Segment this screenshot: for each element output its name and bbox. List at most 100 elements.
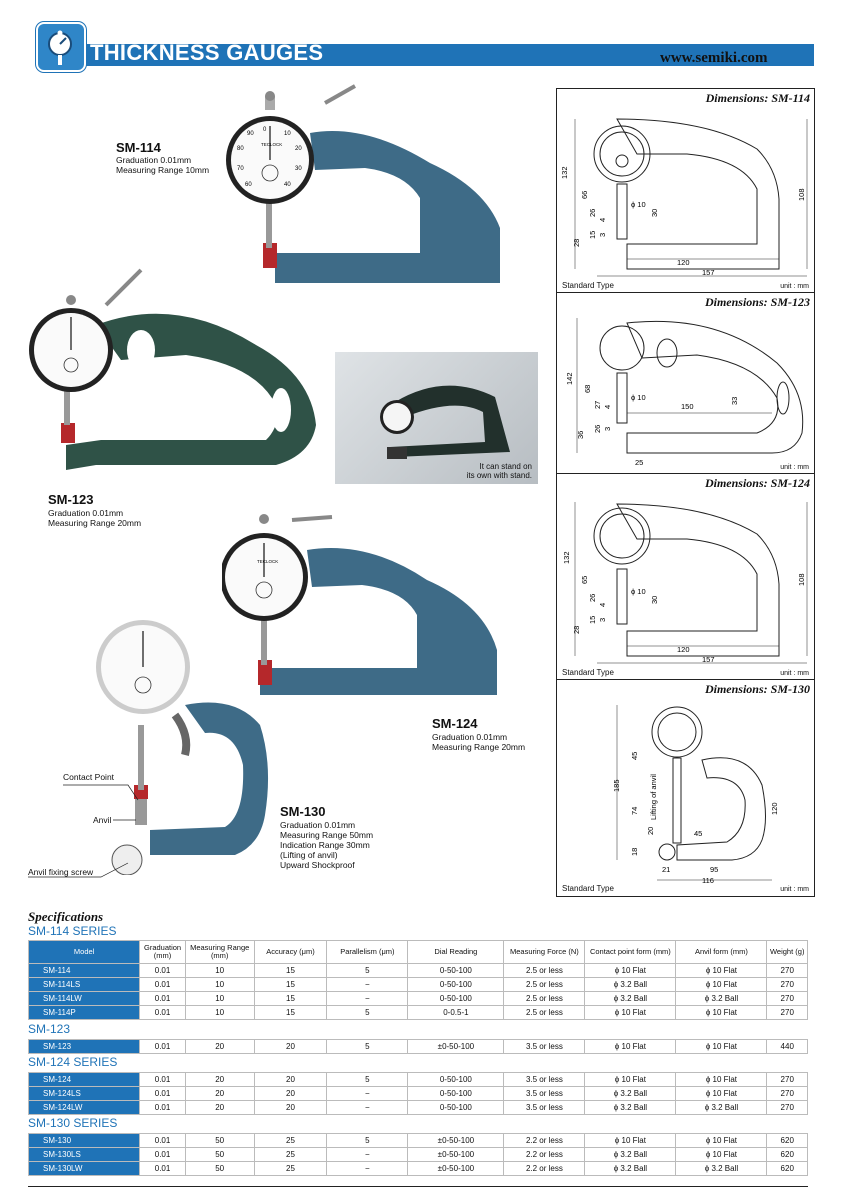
table-cell: ϕ 3.2 Ball bbox=[584, 1100, 677, 1115]
table-cell: 0-50-100 bbox=[407, 991, 505, 1006]
dimensions-sm130-panel: Dimensions: SM-130 45 185 74 20 18 Lifti… bbox=[556, 679, 815, 897]
table-cell: 3.5 or less bbox=[503, 1100, 586, 1115]
table-cell: 5 bbox=[326, 1072, 409, 1087]
sm114-spec-graduation: Graduation 0.01mm bbox=[116, 155, 192, 165]
model-cell: SM-123 bbox=[27, 1039, 141, 1054]
col-header: Graduation (mm) bbox=[139, 940, 186, 964]
callout-anvil: Anvil bbox=[93, 815, 112, 825]
dial-brand: TECLOCK bbox=[261, 142, 282, 147]
table-cell: 270 bbox=[766, 1086, 808, 1101]
table-cell: ϕ 3.2 Ball bbox=[675, 1100, 768, 1115]
header-bar bbox=[62, 44, 814, 66]
dimensions-sm130-title: Dimensions: SM-130 bbox=[704, 682, 810, 696]
table-cell: 0.01 bbox=[139, 1072, 186, 1087]
col-header: Measuring Range (mm) bbox=[184, 940, 255, 964]
svg-text:74: 74 bbox=[630, 807, 639, 815]
table-cell: 0.01 bbox=[139, 1133, 186, 1148]
table-cell: ±0-50-100 bbox=[407, 1147, 505, 1162]
svg-text:30: 30 bbox=[650, 596, 659, 604]
table-cell: 0-50-100 bbox=[407, 1086, 505, 1101]
dial-number: 0 bbox=[263, 127, 267, 133]
svg-text:157: 157 bbox=[702, 268, 715, 277]
table-cell: 25 bbox=[253, 1133, 328, 1148]
table-cell: 0.01 bbox=[139, 1161, 186, 1176]
svg-text:157: 157 bbox=[702, 655, 715, 664]
sm130-spec-lifting: (Lifting of anvil) bbox=[280, 850, 338, 860]
table-cell: ±0-50-100 bbox=[407, 1039, 505, 1054]
table-cell: 2.5 or less bbox=[503, 991, 586, 1006]
table-cell: 270 bbox=[766, 1100, 808, 1115]
table-cell: 0-50-100 bbox=[407, 963, 505, 978]
dimensions-sm124-unit: unit : mm bbox=[780, 670, 809, 677]
svg-text:108: 108 bbox=[797, 573, 806, 586]
table-cell: ϕ 10 Flat bbox=[584, 1133, 677, 1148]
table-cell: 5 bbox=[326, 1133, 409, 1148]
svg-text:150: 150 bbox=[681, 402, 694, 411]
callout-contact-point: Contact Point bbox=[63, 772, 115, 782]
table-cell: 25 bbox=[253, 1161, 328, 1176]
table-cell: 620 bbox=[766, 1147, 808, 1162]
callout-anvil-screw: Anvil fixing screw bbox=[28, 867, 94, 877]
dimensions-sm124-title: Dimensions: SM-124 bbox=[704, 476, 810, 490]
table-cell: 2.2 or less bbox=[503, 1147, 586, 1162]
table-cell: 2.2 or less bbox=[503, 1161, 586, 1176]
table-cell: 20 bbox=[253, 1039, 328, 1054]
svg-text:26: 26 bbox=[588, 209, 597, 217]
callout-lines bbox=[28, 784, 139, 878]
model-cell: SM-114P bbox=[27, 1005, 141, 1020]
sm130-spec-shockproof: Upward Shockproof bbox=[280, 860, 355, 870]
footer-rule bbox=[28, 1186, 808, 1187]
model-cell: SM-124LS bbox=[27, 1086, 141, 1101]
table-cell: 10 bbox=[184, 991, 255, 1006]
dimensions-sm130-unit: unit : mm bbox=[780, 886, 809, 893]
table-cell: − bbox=[326, 1086, 409, 1101]
table-cell: 0.01 bbox=[139, 1147, 186, 1162]
website-url[interactable]: www.semiki.com bbox=[660, 50, 768, 66]
svg-text:3: 3 bbox=[603, 427, 612, 431]
svg-text:45: 45 bbox=[694, 829, 702, 838]
svg-text:120: 120 bbox=[677, 258, 690, 267]
dial-number: 40 bbox=[284, 182, 291, 188]
table-cell: 5 bbox=[326, 1005, 409, 1020]
svg-text:120: 120 bbox=[677, 645, 690, 654]
table-cell: − bbox=[326, 1100, 409, 1115]
model-cell: SM-114LW bbox=[27, 991, 141, 1006]
col-header: Weight (g) bbox=[766, 940, 808, 964]
svg-text:132: 132 bbox=[562, 551, 571, 564]
table-cell: 0.01 bbox=[139, 1086, 186, 1101]
dimensions-sm114-panel: Dimensions: SM-114 132 66 26 4 28 15 3 ϕ… bbox=[556, 88, 815, 294]
svg-text:95: 95 bbox=[710, 865, 718, 874]
svg-text:ϕ 10: ϕ 10 bbox=[631, 393, 646, 402]
table-cell: 3.5 or less bbox=[503, 1039, 586, 1054]
table-cell: ϕ 10 Flat bbox=[675, 963, 768, 978]
table-cell: 50 bbox=[184, 1147, 255, 1162]
table-cell: ϕ 3.2 Ball bbox=[675, 1161, 768, 1176]
sm130-spec-indication: Indication Range 30mm bbox=[280, 840, 370, 850]
svg-text:108: 108 bbox=[797, 188, 806, 201]
table-cell: ϕ 10 Flat bbox=[584, 1072, 677, 1087]
dial-number: 70 bbox=[237, 166, 244, 172]
table-cell: 20 bbox=[184, 1100, 255, 1115]
spec-header-row: Model Graduation (mm) Measuring Range (m… bbox=[27, 940, 808, 964]
table-cell: 620 bbox=[766, 1161, 808, 1176]
svg-text:18: 18 bbox=[630, 848, 639, 856]
table-cell: ϕ 3.2 Ball bbox=[584, 1161, 677, 1176]
spec-table-sm114: Model Graduation (mm) Measuring Range (m… bbox=[27, 940, 808, 1020]
svg-text:15: 15 bbox=[588, 231, 597, 239]
photo-caption-line2: its own with stand. bbox=[466, 471, 532, 480]
svg-text:21: 21 bbox=[662, 865, 670, 874]
photo-caption-line1: It can stand on bbox=[479, 462, 532, 471]
table-cell: 270 bbox=[766, 963, 808, 978]
dimensions-sm124-std: Standard Type bbox=[562, 668, 614, 677]
svg-text:132: 132 bbox=[560, 166, 569, 179]
svg-text:65: 65 bbox=[580, 576, 589, 584]
table-cell: 0.01 bbox=[139, 1039, 186, 1054]
col-header: Model bbox=[27, 940, 141, 964]
